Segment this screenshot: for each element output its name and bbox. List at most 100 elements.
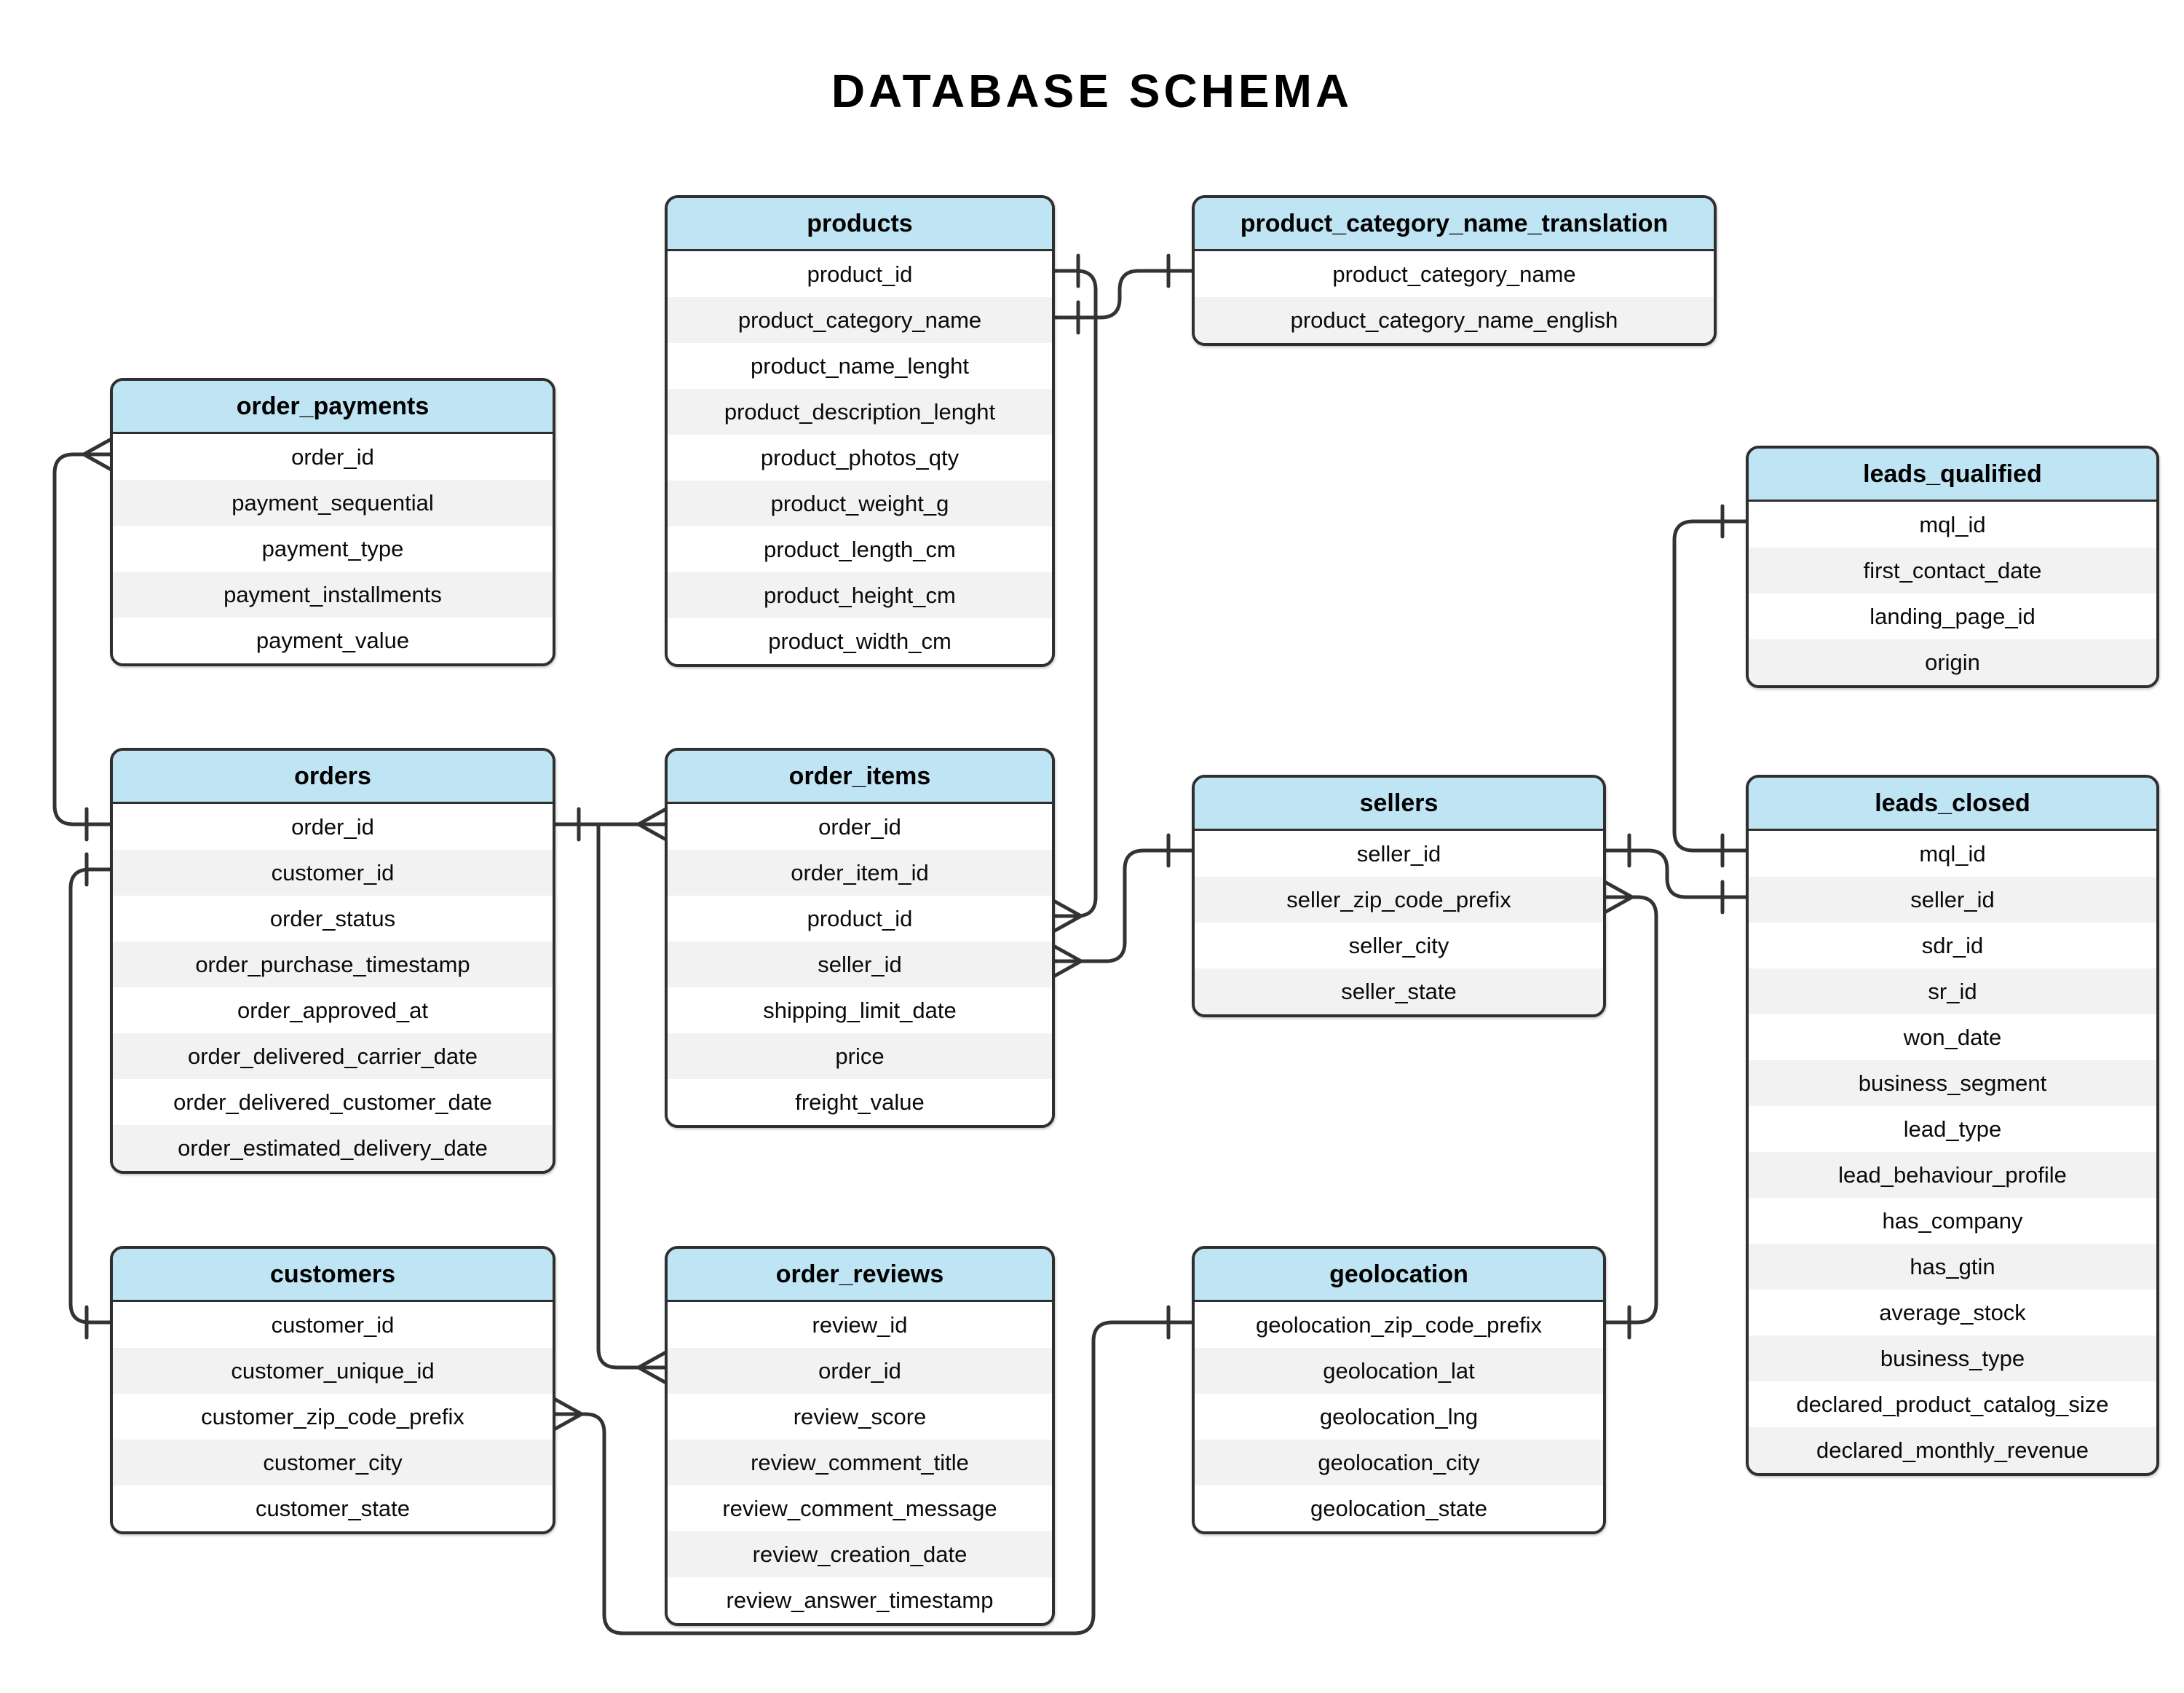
field-label: lead_type: [1903, 1116, 2002, 1142]
relationship-r9-leads_qualified.mql_id-to-leads_closed.mql_id: [1672, 504, 1748, 868]
field-label: declared_product_catalog_size: [1796, 1391, 2109, 1417]
table-header-order_reviews: order_reviews: [668, 1249, 1052, 1302]
field-freight_value: freight_value: [668, 1079, 1052, 1125]
relationship-r1-order_payments.order_id-to-orders.order_id: [52, 438, 112, 842]
field-customer_state: customer_state: [113, 1485, 553, 1531]
field-business_type: business_type: [1749, 1335, 2156, 1381]
field-order_id: order_id: [668, 804, 1052, 850]
field-product_id: product_id: [668, 896, 1052, 942]
field-review_score: review_score: [668, 1394, 1052, 1440]
field-review_comment_title: review_comment_title: [668, 1440, 1052, 1485]
table-title: order_payments: [236, 392, 430, 420]
field-average_stock: average_stock: [1749, 1290, 2156, 1335]
field-label: mql_id: [1919, 840, 1986, 867]
field-won_date: won_date: [1749, 1014, 2156, 1060]
field-label: geolocation_lat: [1323, 1357, 1475, 1384]
field-lead_behaviour_profile: lead_behaviour_profile: [1749, 1152, 2156, 1198]
field-label: review_id: [812, 1311, 908, 1338]
field-label: order_id: [818, 1357, 901, 1384]
field-label: product_id: [807, 261, 913, 287]
field-label: declared_monthly_revenue: [1816, 1437, 2089, 1463]
field-label: customer_city: [263, 1449, 403, 1475]
table-title: product_category_name_translation: [1240, 209, 1669, 237]
field-label: payment_installments: [223, 581, 442, 607]
table-title: orders: [294, 762, 371, 790]
field-product_category_name_english: product_category_name_english: [1195, 297, 1714, 343]
field-label: product_description_lenght: [724, 398, 996, 425]
field-customer_id: customer_id: [113, 1302, 553, 1348]
table-title: geolocation: [1329, 1260, 1468, 1288]
field-geolocation_lng: geolocation_lng: [1195, 1394, 1603, 1440]
field-label: origin: [1925, 649, 1980, 675]
relationship-r8-sellers.seller_id-to-leads_closed.seller_id: [1604, 833, 1748, 915]
field-label: payment_value: [256, 627, 410, 653]
field-price: price: [668, 1033, 1052, 1079]
table-order_reviews[interactable]: order_reviews review_id order_id review_sco…: [665, 1246, 1055, 1626]
table-header-product_category_name_translation: product_category_name_translation: [1195, 198, 1714, 251]
field-label: business_segment: [1858, 1070, 2047, 1096]
field-business_segment: business_segment: [1749, 1060, 2156, 1106]
field-product_height_cm: product_height_cm: [668, 572, 1052, 618]
table-header-order_items: order_items: [668, 751, 1052, 804]
field-label: product_category_name: [737, 307, 982, 333]
field-order_id: order_id: [113, 804, 553, 850]
field-label: product_width_cm: [768, 628, 951, 654]
field-label: order_item_id: [791, 859, 929, 885]
table-title: sellers: [1359, 789, 1439, 817]
field-label: product_name_lenght: [751, 352, 969, 379]
field-product_weight_g: product_weight_g: [668, 481, 1052, 526]
field-declared_monthly_revenue: declared_monthly_revenue: [1749, 1427, 2156, 1473]
field-label: geolocation_state: [1310, 1495, 1488, 1521]
field-first_contact_date: first_contact_date: [1749, 548, 2156, 593]
relationship-r5-products.product_id-to-order_items.product_id: [1053, 253, 1098, 933]
field-order_estimated_delivery_date: order_estimated_delivery_date: [113, 1125, 553, 1171]
field-label: seller_zip_code_prefix: [1286, 886, 1511, 912]
field-label: price: [835, 1043, 885, 1069]
field-geolocation_state: geolocation_state: [1195, 1485, 1603, 1531]
field-label: product_category_name_english: [1290, 307, 1618, 333]
field-label: payment_sequential: [232, 489, 434, 516]
field-review_id: review_id: [668, 1302, 1052, 1348]
field-customer_zip_code_prefix: customer_zip_code_prefix: [113, 1394, 553, 1440]
field-order_id: order_id: [113, 434, 553, 480]
field-label: seller_id: [1356, 840, 1441, 867]
field-order_delivered_carrier_date: order_delivered_carrier_date: [113, 1033, 553, 1079]
field-landing_page_id: landing_page_id: [1749, 593, 2156, 639]
field-label: review_score: [793, 1403, 927, 1429]
field-seller_state: seller_state: [1195, 968, 1603, 1014]
field-review_answer_timestamp: review_answer_timestamp: [668, 1577, 1052, 1623]
table-order_payments[interactable]: order_payments order_id payment_sequential…: [110, 378, 555, 666]
field-label: product_height_cm: [764, 582, 956, 608]
field-label: order_approved_at: [237, 997, 428, 1023]
field-order_approved_at: order_approved_at: [113, 987, 553, 1033]
field-label: product_weight_g: [770, 490, 949, 516]
field-product_name_lenght: product_name_lenght: [668, 343, 1052, 389]
field-customer_unique_id: customer_unique_id: [113, 1348, 553, 1394]
field-has_gtin: has_gtin: [1749, 1244, 2156, 1290]
field-payment_sequential: payment_sequential: [113, 480, 553, 526]
field-label: review_answer_timestamp: [726, 1587, 994, 1613]
field-geolocation_zip_code_prefix: geolocation_zip_code_prefix: [1195, 1302, 1603, 1348]
field-label: freight_value: [795, 1089, 925, 1115]
table-header-leads_closed: leads_closed: [1749, 778, 2156, 831]
table-title: order_reviews: [775, 1260, 944, 1288]
field-label: seller_id: [1910, 886, 1995, 912]
field-label: has_gtin: [1910, 1253, 1995, 1279]
table-header-orders: orders: [113, 751, 553, 804]
field-mql_id: mql_id: [1749, 831, 2156, 877]
field-order_id: order_id: [668, 1348, 1052, 1394]
field-label: sr_id: [1928, 978, 1977, 1004]
table-title: order_items: [788, 762, 931, 790]
field-label: order_id: [291, 813, 374, 840]
relationship-r11-customers.customer_zip_code_prefix-to-geolocation.geolocation_zip_code_prefix: [553, 1305, 1194, 1635]
field-label: geolocation_city: [1318, 1449, 1480, 1475]
table-order_items[interactable]: order_items order_id order_item_id product_…: [665, 748, 1055, 1128]
